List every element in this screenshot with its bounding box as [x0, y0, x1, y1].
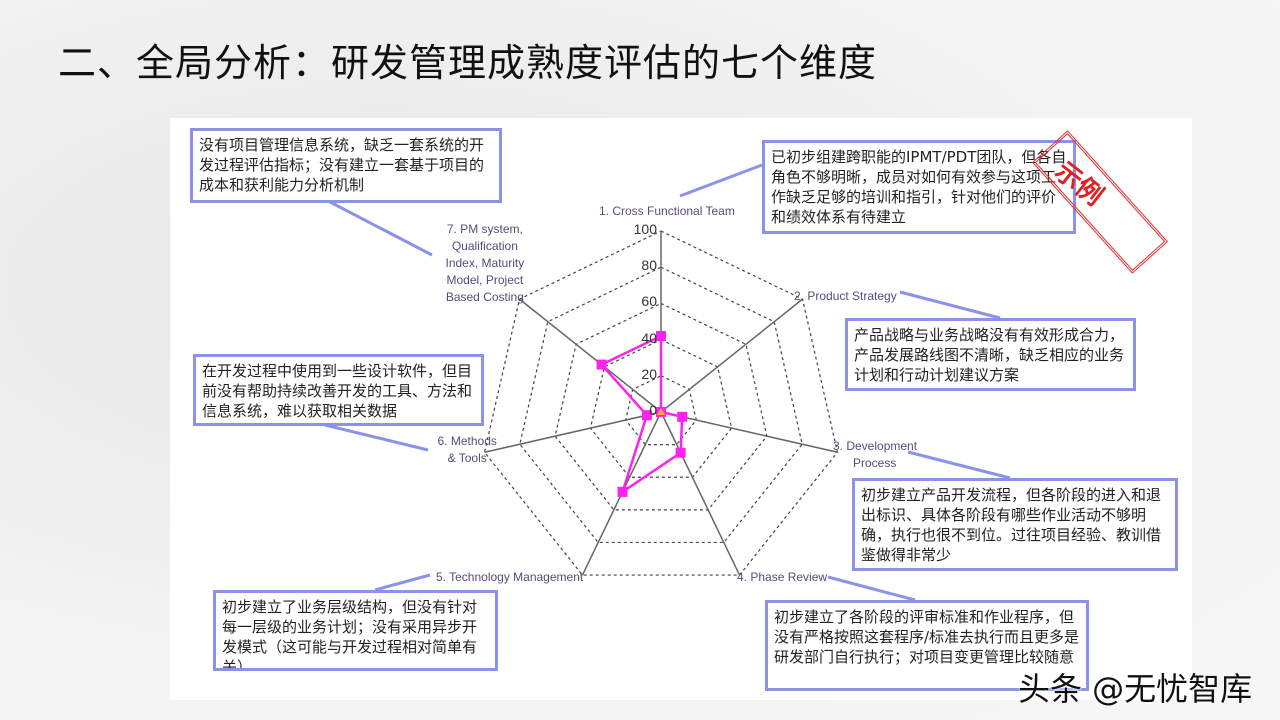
data-point-1 — [656, 330, 666, 341]
axis-label-2: 2. Product Strategy — [794, 288, 897, 305]
connector-pm-system — [329, 200, 433, 257]
grid-ring-80 — [519, 266, 803, 544]
axis-label-line: 7. PM system, — [446, 221, 523, 236]
data-point-4 — [675, 447, 686, 458]
axis-spoke-6 — [484, 411, 662, 454]
axis-spoke-4 — [660, 411, 741, 576]
axis-label-1: 1. Cross Functional Team — [599, 203, 735, 220]
tick-label: 60 — [641, 293, 657, 310]
callout-connectors — [324, 163, 1011, 602]
slide-title: 二、全局分析：研发管理成熟度评估的七个维度 — [58, 41, 878, 85]
note-cross-functional-team: 已初步组建跨职能的IPMT/PDT团队，但各自角色不够明晰，成员对如何有效参与这… — [762, 140, 1076, 234]
axis-label-line: Based Costing — [445, 289, 524, 304]
grid-ring-20 — [625, 375, 697, 446]
tick-label: 80 — [641, 257, 657, 274]
axis-spoke-7 — [519, 298, 662, 413]
axis-label-line: 5. Technology Management — [436, 570, 584, 584]
tick-label: 0 — [649, 402, 657, 418]
connector-development — [907, 450, 1011, 480]
grid-ring-40 — [589, 338, 733, 478]
center-marker — [657, 408, 665, 415]
data-point-7 — [596, 359, 607, 370]
axis-label-4: 4. Phase Review — [737, 569, 827, 586]
connector-methods — [324, 423, 429, 452]
axis-label-line: Process — [853, 456, 897, 470]
tick-label: 40 — [641, 329, 657, 346]
note-development-process: 初步建立产品开发流程，但各阶段的进入和退出标识、具体各阶段有哪些作业活动不够明确… — [852, 478, 1178, 571]
connector-cross-functional — [679, 163, 763, 198]
axis-spoke-3 — [660, 411, 838, 454]
watermark: 头条 @无忧智库 — [1018, 670, 1253, 708]
axis-label-6: 6. Methods & Tools — [438, 433, 497, 467]
connector-technology — [374, 573, 431, 592]
axis-label-line: & Tools — [447, 451, 487, 465]
data-point-5 — [617, 486, 628, 497]
axis-label-line: Index, Maturity — [445, 255, 525, 270]
axis-label-line: 2. Product Strategy — [794, 289, 897, 303]
connector-phase-review — [827, 575, 916, 602]
axis-label-line: 4. Phase Review — [737, 570, 828, 584]
tick-label: 20 — [641, 365, 657, 382]
connector-product-strategy — [899, 290, 1001, 320]
note-product-strategy: 产品战略与业务战略没有有效形成合力，产品发展路线图不清晰，缺乏相应的业务计划和行… — [845, 318, 1136, 391]
axis-label-line: Model, Project — [446, 272, 524, 287]
grid-ring-60 — [554, 302, 768, 511]
note-pm-system: 没有项目管理信息系统，缺乏一套系统的开发过程评估指标；没有建立一套基于项目的成本… — [190, 128, 502, 203]
axis-label-line: 3. Development — [833, 439, 918, 453]
data-point-3 — [677, 411, 688, 422]
data-point-6 — [641, 410, 652, 421]
axis-label-line: Qualification — [451, 238, 518, 253]
axis-spoke-2 — [660, 298, 803, 413]
note-phase-review: 初步建立了各阶段的评审标准和作业程序，但没有严格按照这套程序/标准去执行而且更多… — [765, 600, 1089, 691]
note-technology-management: 初步建立了业务层级结构，但没有针对每一层级的业务计划；没有采用异步开发模式（这可… — [213, 590, 498, 671]
axis-label-line: 6. Methods — [437, 434, 497, 448]
tick-label: 100 — [633, 221, 657, 237]
axis-label-line: 1. Cross Functional Team — [599, 203, 735, 218]
note-methods-tools: 在开发过程中使用到一些设计软件，但目前没有帮助持续改善开发的工具、方法和信息系统… — [193, 354, 484, 426]
axis-label-5: 5. Technology Management — [436, 569, 583, 586]
